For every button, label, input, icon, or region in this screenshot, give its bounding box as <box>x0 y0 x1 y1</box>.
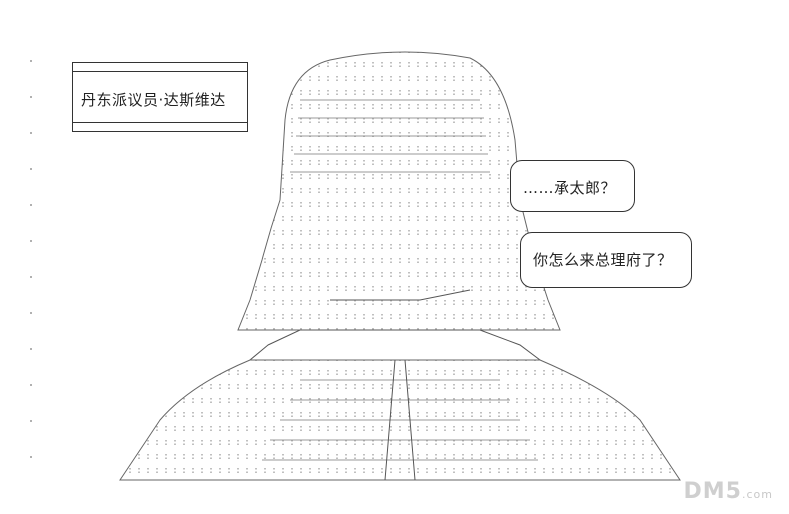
caption-box: 丹东派议员·达斯维达 <box>72 62 248 132</box>
caption-text: 丹东派议员·达斯维达 <box>81 91 226 109</box>
watermark-brand: DM5 <box>683 479 742 504</box>
figure-face-lines <box>290 99 490 173</box>
figure-coat-lines <box>262 379 538 461</box>
watermark-suffix: .com <box>742 488 773 501</box>
speech-bubble-2: 你怎么来总理府了？ <box>520 232 692 288</box>
speech-bubble-2-text: 你怎么来总理府了？ <box>533 251 673 269</box>
speech-bubble-1-text: ……承太郎？ <box>523 179 617 197</box>
speech-bubble-1: ……承太郎？ <box>510 160 635 212</box>
figure-head <box>237 51 561 331</box>
figure-collar <box>248 329 542 361</box>
figure-mouth <box>330 289 471 301</box>
figure-lapel <box>384 359 416 481</box>
margin-dots <box>30 60 36 480</box>
site-watermark: DM5.com <box>684 479 773 504</box>
